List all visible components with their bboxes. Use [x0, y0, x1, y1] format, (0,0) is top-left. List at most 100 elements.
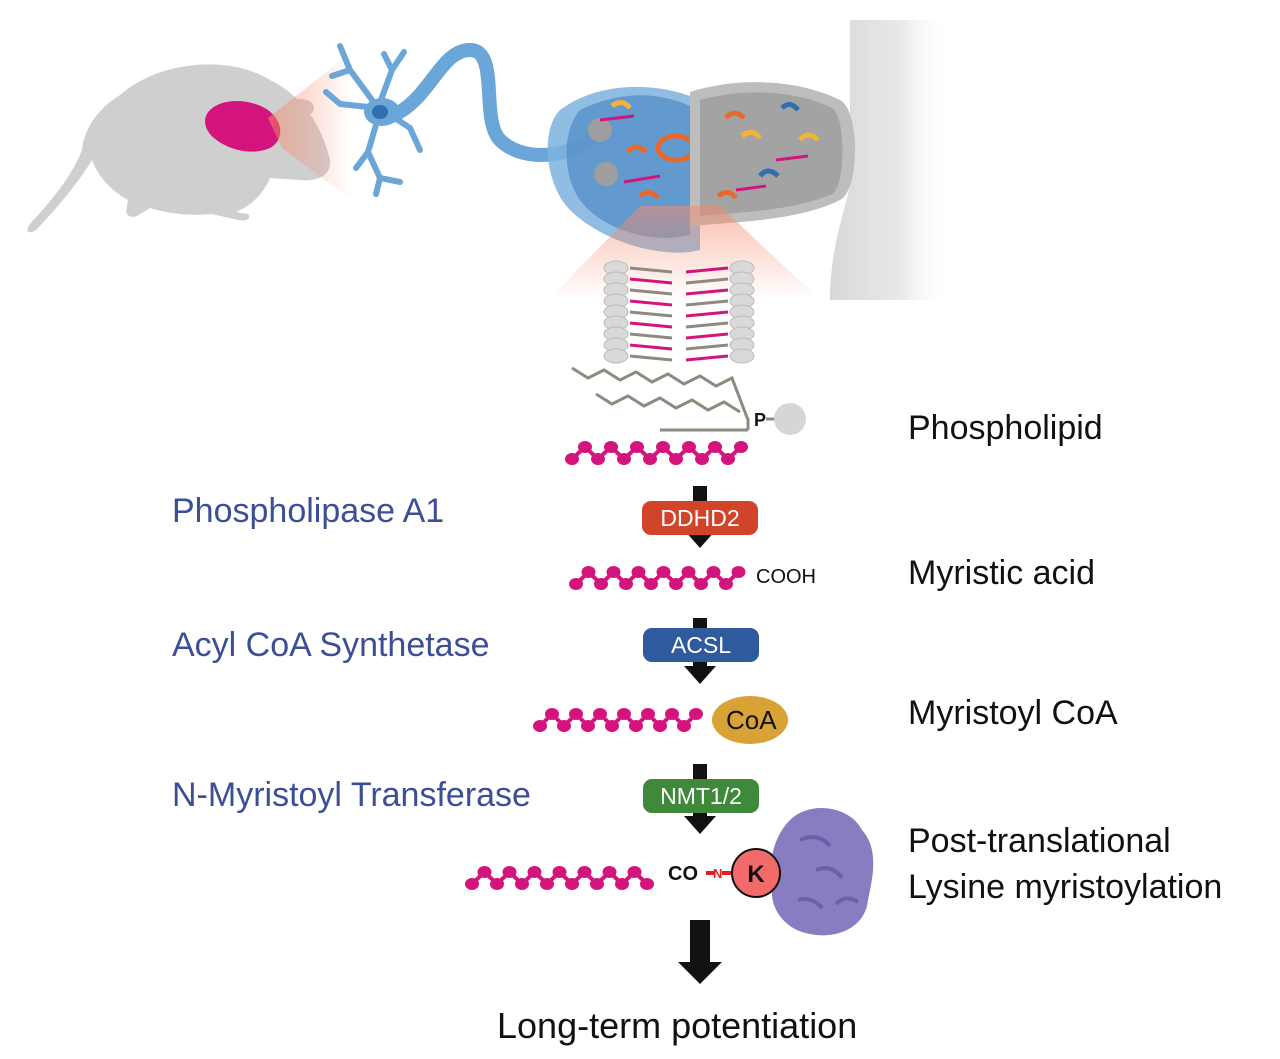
product-ptm-line2: Lysine myristoylation: [908, 868, 1223, 906]
zoom-cone-brain: [268, 52, 352, 200]
enzyme-acyl-coa-synthetase: Acyl CoA Synthetase: [172, 626, 490, 664]
lipid-tail: [629, 332, 673, 340]
chain-bead: [527, 866, 542, 878]
enzyme-n-myristoyl-transferase: N-Myristoyl Transferase: [172, 776, 531, 814]
chain-bead: [565, 878, 579, 890]
chain-bead: [706, 566, 721, 578]
chain-bead: [606, 566, 621, 578]
chain-bead: [617, 708, 631, 720]
product-phospholipid: Phospholipid: [908, 409, 1103, 447]
badge-ddhd2: DDHD2: [642, 501, 758, 535]
chain-bead: [641, 708, 655, 720]
chain-bead: [694, 578, 708, 590]
chain-bead: [502, 866, 517, 878]
chain-bead: [577, 866, 592, 878]
lipid-tail: [685, 277, 729, 285]
lipid-head: [729, 348, 755, 364]
lipid-tail: [685, 266, 729, 274]
chain-bead: [656, 566, 671, 578]
chain-bead: [490, 878, 504, 890]
lipid-tail: [629, 321, 673, 329]
chain-bead: [681, 566, 696, 578]
lipid-tail: [685, 310, 729, 318]
myristic-acid-chain: [569, 566, 746, 590]
chain-bead: [569, 708, 583, 720]
lysine-myristoyl-chain: [465, 866, 654, 890]
dendrite-shaft: [830, 20, 950, 300]
lipid-tail: [685, 332, 729, 340]
lipid-tail: [629, 354, 673, 362]
chain-bead: [605, 720, 619, 732]
cooh-label: COOH: [756, 566, 816, 588]
product-myristic-acid: Myristic acid: [908, 554, 1096, 592]
brain-highlight: [205, 101, 281, 152]
chain-bead: [533, 720, 547, 732]
lipid-tail: [629, 299, 673, 307]
chain-bead: [708, 441, 722, 453]
chain-bead: [465, 878, 479, 890]
chain-bead: [640, 878, 654, 890]
neuron-illustration: [323, 42, 597, 197]
chain-bead: [477, 866, 492, 878]
lipid-tail: [629, 266, 673, 274]
arrow-4: [678, 962, 722, 984]
chain-bead: [644, 578, 658, 590]
lipid-head: [603, 348, 629, 364]
phospholipid-molecule: P: [571, 366, 806, 435]
chain-bead: [578, 441, 592, 453]
chain-bead: [629, 720, 643, 732]
chain-bead: [552, 866, 567, 878]
outcome-label: Long-term potentiation: [497, 1005, 858, 1046]
lipid-tail: [685, 343, 729, 351]
lysine-label: K: [747, 861, 765, 888]
lipid-tail: [685, 354, 729, 362]
chain-bead: [540, 878, 554, 890]
coa-ellipse: [712, 696, 788, 744]
chain-bead: [665, 708, 679, 720]
chain-bead: [602, 866, 617, 878]
chain-bead: [515, 878, 529, 890]
chain-bead: [617, 453, 631, 465]
badge-nmt12: NMT1/2: [643, 779, 759, 813]
chain-bead: [734, 441, 748, 453]
lipid-bilayer: [603, 260, 755, 364]
chain-bead: [615, 878, 629, 890]
chain-bead: [689, 708, 703, 720]
postsynaptic-spine: [690, 82, 855, 226]
chain-bead: [695, 453, 709, 465]
lipid-tail: [685, 299, 729, 307]
lipid-tail: [629, 310, 673, 318]
chain-bead: [604, 441, 618, 453]
synaptic-molecules: [599, 100, 820, 200]
arrow-2: [684, 666, 716, 684]
chain-bead: [594, 578, 608, 590]
protein-illustration: [770, 807, 874, 936]
lysine-circle: [731, 848, 781, 898]
chain-bead: [731, 566, 746, 578]
chain-bead: [545, 708, 559, 720]
chain-bead: [590, 878, 604, 890]
chain-bead: [669, 453, 683, 465]
chain-bead: [557, 720, 571, 732]
chain-bead: [643, 453, 657, 465]
enzyme-phospholipase-a1: Phospholipase A1: [172, 492, 445, 530]
chain-bead: [682, 441, 696, 453]
chain-bead: [721, 453, 735, 465]
coa-label: CoA: [726, 705, 777, 735]
chain-bead: [565, 453, 579, 465]
chain-bead: [591, 453, 605, 465]
chain-bead: [631, 566, 646, 578]
chain-bead: [581, 566, 596, 578]
product-myristoyl-coa: Myristoyl CoA: [908, 694, 1118, 732]
lipid-tail: [629, 343, 673, 351]
lipid-tail: [685, 288, 729, 296]
chain-bead: [630, 441, 644, 453]
myristoyl-chain-phospholipid: [565, 441, 748, 465]
lipid-tail: [629, 277, 673, 285]
chain-bead: [569, 578, 583, 590]
lipid-tail: [685, 321, 729, 329]
myristoyl-coa-chain: [533, 708, 703, 732]
lipid-tail: [629, 288, 673, 296]
n-label: N: [713, 866, 722, 881]
